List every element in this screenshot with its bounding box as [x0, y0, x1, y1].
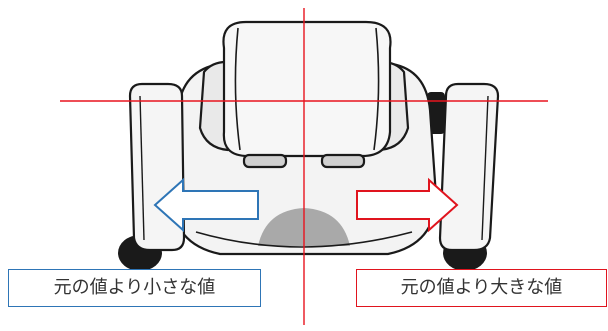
- robot-head: [222, 20, 392, 158]
- robot-arm-left: [128, 82, 186, 252]
- crosshair: [60, 8, 548, 325]
- robot-front-view-icon: [118, 20, 500, 271]
- robot-arm-right: [438, 82, 500, 252]
- left-arrow-icon: [153, 177, 259, 233]
- right-arrow-icon: [356, 177, 459, 233]
- label-larger-value: 元の値より大きな値: [356, 269, 607, 307]
- robot-eye-right: [320, 153, 366, 169]
- label-smaller-value: 元の値より小さな値: [8, 269, 261, 307]
- robot-eye-left: [242, 153, 288, 169]
